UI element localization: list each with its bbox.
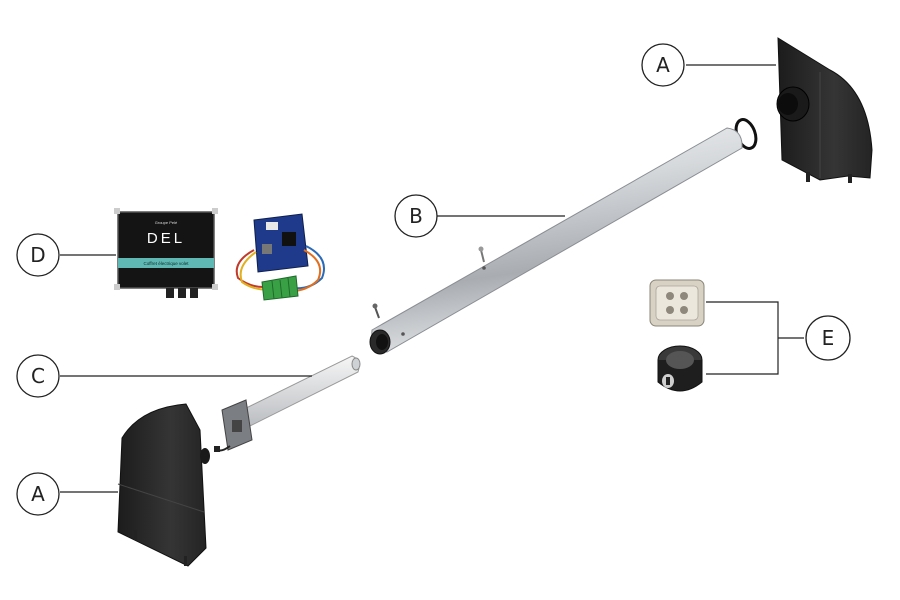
leader-lines bbox=[60, 64, 804, 493]
callout-c-label: C bbox=[31, 364, 45, 388]
callout-a-bottom-label: A bbox=[31, 482, 45, 506]
end-housing-right bbox=[776, 37, 873, 183]
control-box-brand: DEL bbox=[147, 230, 185, 247]
callout-a-top: A bbox=[641, 43, 685, 87]
callout-e-label: E bbox=[822, 326, 835, 350]
roller-tube bbox=[369, 127, 743, 355]
circuit-board bbox=[235, 213, 325, 301]
callout-b-label: B bbox=[409, 204, 423, 228]
control-box-tagline: Groupe Pelé bbox=[155, 220, 178, 225]
wall-switch bbox=[649, 279, 705, 327]
callout-c: C bbox=[16, 354, 60, 398]
callout-a-bottom: A bbox=[16, 472, 60, 516]
tubular-motor bbox=[214, 355, 361, 452]
control-box: Groupe Pelé DEL Coffret électrique volet bbox=[114, 208, 218, 298]
callout-d-label: D bbox=[30, 243, 45, 267]
key-switch bbox=[657, 345, 703, 392]
callout-e: E bbox=[805, 315, 851, 361]
callout-d: D bbox=[16, 233, 60, 277]
callout-b: B bbox=[394, 194, 438, 238]
control-box-label: Coffret électrique volet bbox=[144, 261, 190, 266]
leader-e-bracket bbox=[706, 301, 779, 375]
end-housing-left bbox=[117, 403, 210, 567]
callout-a-top-label: A bbox=[656, 53, 670, 77]
